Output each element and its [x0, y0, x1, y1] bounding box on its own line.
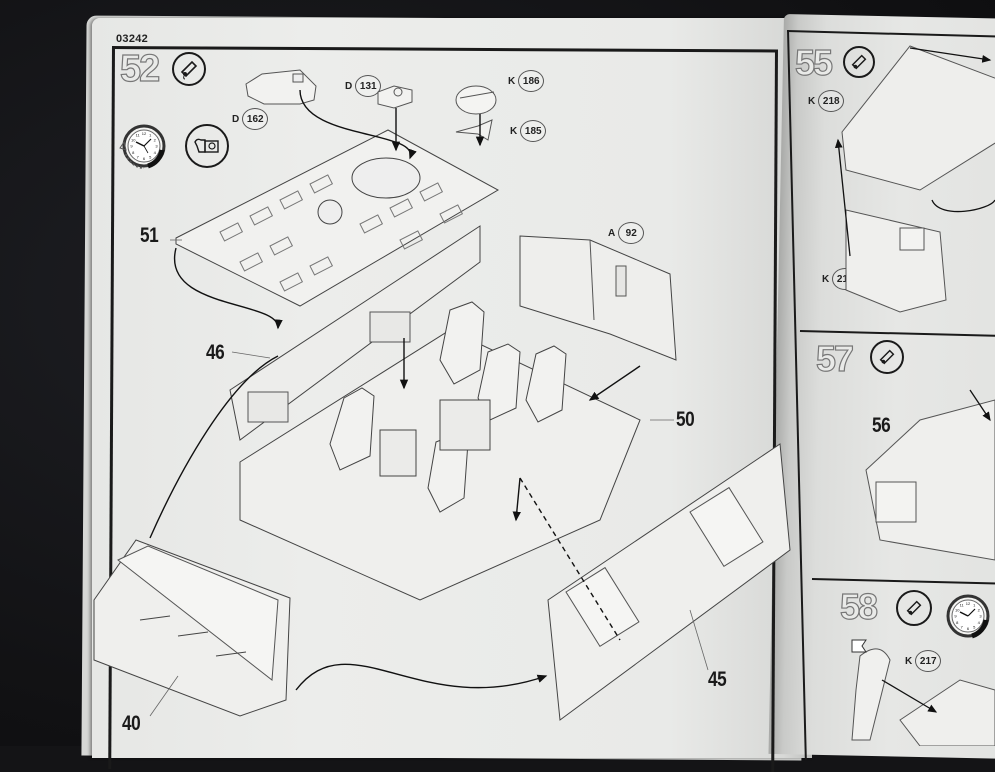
left-wall-46 [229, 225, 481, 441]
clock-numeral: 12 [966, 601, 971, 606]
clock-numeral: 4 [154, 150, 157, 155]
callout-40: 40 [122, 712, 141, 735]
step-number-57: 57 [815, 337, 854, 379]
clock-numeral: 9 [954, 614, 957, 619]
callout-56: 56 [872, 414, 891, 437]
clock-numeral: 7 [137, 154, 140, 159]
step-number-58: 58 [839, 585, 878, 627]
assembly-arrow-hidden [519, 477, 621, 641]
clock-numeral: 4 [978, 620, 981, 625]
glue-tube-icon [896, 590, 932, 626]
part-k217-drawing [851, 648, 891, 741]
assembly-arrow [295, 663, 548, 691]
glue-tube-icon [172, 52, 206, 86]
assembly-arrow [969, 389, 991, 422]
clock-numeral: 12 [142, 131, 147, 136]
catalog-number: 03242 [116, 33, 149, 45]
clock-numeral: 11 [136, 133, 141, 138]
clock-numeral: 2 [978, 607, 981, 612]
clock-numeral: 6 [967, 626, 970, 631]
assembly-arrow [881, 679, 938, 713]
clock-numeral: 8 [956, 620, 959, 625]
clock-numeral: 10 [955, 607, 960, 612]
clock-numeral: 6 [143, 156, 146, 161]
callout-51: 51 [140, 224, 159, 247]
clock-numeral: 9 [130, 144, 133, 149]
clock-numeral: 7 [961, 624, 964, 629]
windshield-frame-40 [93, 539, 291, 717]
part-d162-tab [292, 73, 304, 83]
assembly-arrow [909, 47, 992, 63]
step-number-52: 52 [119, 47, 161, 90]
clock-numeral: 11 [960, 603, 965, 608]
clock-numeral: 1 [973, 603, 976, 608]
assembly-arrow [931, 199, 995, 213]
assembly-arrow [512, 477, 521, 522]
glue-tube-icon [843, 46, 875, 78]
assembly-arrow [173, 247, 283, 330]
part-k185-drawing [455, 119, 493, 141]
clock-numeral: 3 [155, 144, 158, 149]
tape-icon [185, 124, 229, 168]
seat [525, 345, 567, 423]
right-page-line-drawings [834, 45, 995, 746]
callout-46: 46 [206, 341, 225, 364]
clock-numeral: 8 [132, 150, 135, 155]
subassembly-56-drawing [865, 399, 995, 561]
part-k218-drawing [841, 45, 995, 191]
clock-numeral: 5 [973, 624, 976, 629]
assembly-line-drawing [93, 69, 791, 721]
callout-50: 50 [676, 408, 695, 431]
decal-flag-icon [851, 639, 867, 653]
part-d131-drawing [377, 85, 413, 109]
assembly-arrow [588, 365, 641, 401]
assembly-arrow [299, 89, 417, 160]
clock-numeral: 10 [131, 137, 136, 142]
assembly-arrow [834, 138, 851, 257]
clock-numeral: 2 [154, 137, 157, 142]
assembly-arrow [149, 355, 279, 539]
glue-tube-icon [870, 340, 904, 374]
clock-numeral: 3 [979, 614, 982, 619]
callout-45: 45 [708, 668, 727, 691]
seat [439, 301, 485, 385]
seat [329, 387, 375, 471]
clock-numeral: 1 [149, 133, 152, 138]
step-number-55: 55 [794, 41, 833, 83]
clock-numeral: 5 [149, 154, 152, 159]
part-k219-drawing [845, 209, 947, 313]
